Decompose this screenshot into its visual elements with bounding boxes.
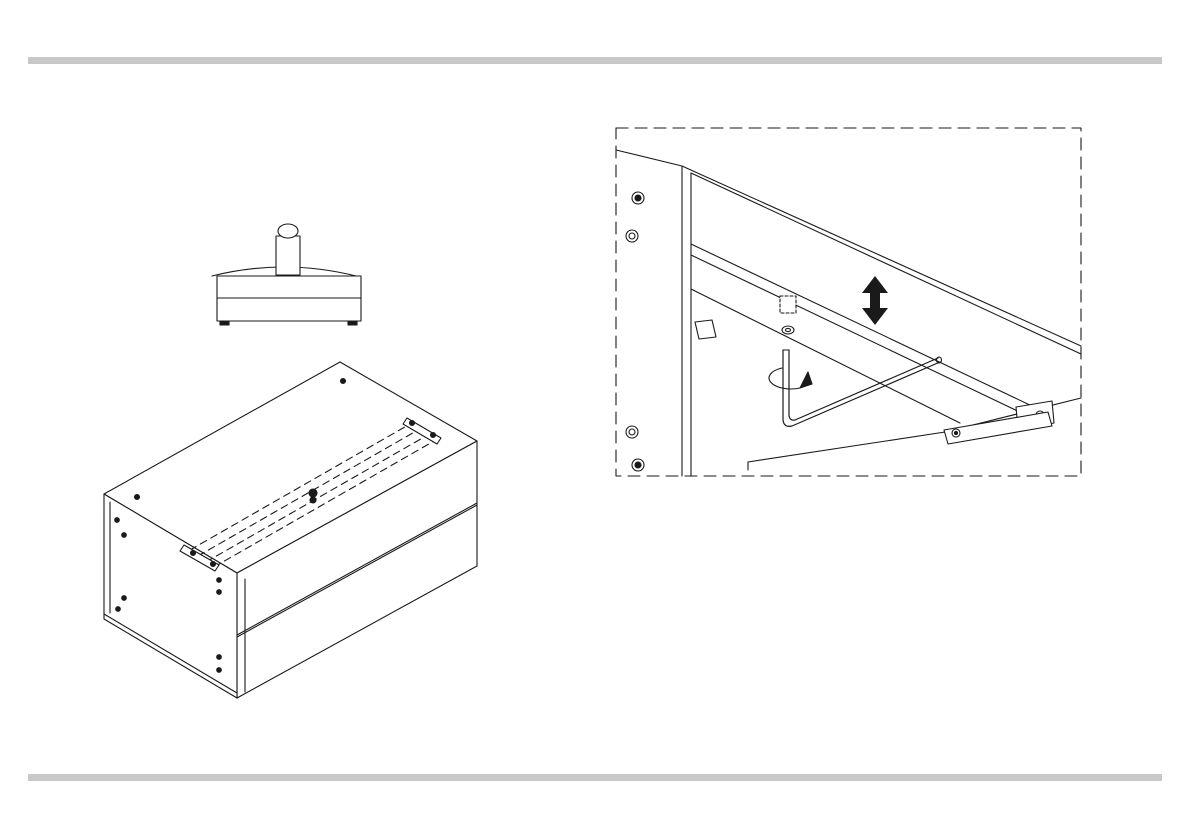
double-arrow-icon (862, 276, 888, 325)
hole (116, 607, 121, 612)
hole (341, 379, 346, 384)
detail-view (616, 150, 1081, 476)
drawer-foot-left (220, 321, 229, 325)
drawer-front-view (212, 224, 361, 325)
hole (217, 590, 222, 595)
lower-bracket (944, 412, 1052, 444)
rail-underside (691, 289, 960, 423)
adjustment-screw-head (782, 326, 794, 334)
cam-fitting (632, 459, 644, 471)
drawer-foot-right (348, 321, 357, 325)
panel-inner-top (691, 173, 1081, 354)
rail-top (691, 244, 1034, 407)
hole (115, 518, 120, 523)
adjustment-screw (309, 489, 317, 497)
lower-bracket-screw-center (954, 431, 957, 434)
hole (122, 533, 127, 538)
floor-edge (748, 432, 945, 462)
hole (122, 596, 127, 601)
press-tool-knob (278, 224, 298, 238)
adjustment-screw-hidden (780, 296, 796, 313)
cam-fitting (626, 426, 638, 438)
hole (135, 495, 140, 500)
hole (217, 578, 222, 583)
panel-top-edge (616, 150, 1081, 346)
hole (217, 655, 222, 660)
rotation-arrow-icon (769, 368, 800, 389)
cam-fitting (632, 192, 644, 204)
cam-fitting (626, 230, 638, 242)
allen-key-inner (789, 350, 938, 420)
adjustment-screw-base (310, 497, 316, 503)
rotation-arrowhead (800, 372, 812, 388)
rail-clip (695, 320, 716, 339)
hole (217, 668, 222, 673)
press-tool-body (276, 236, 300, 275)
cabinet-underside-isometric (104, 362, 477, 698)
